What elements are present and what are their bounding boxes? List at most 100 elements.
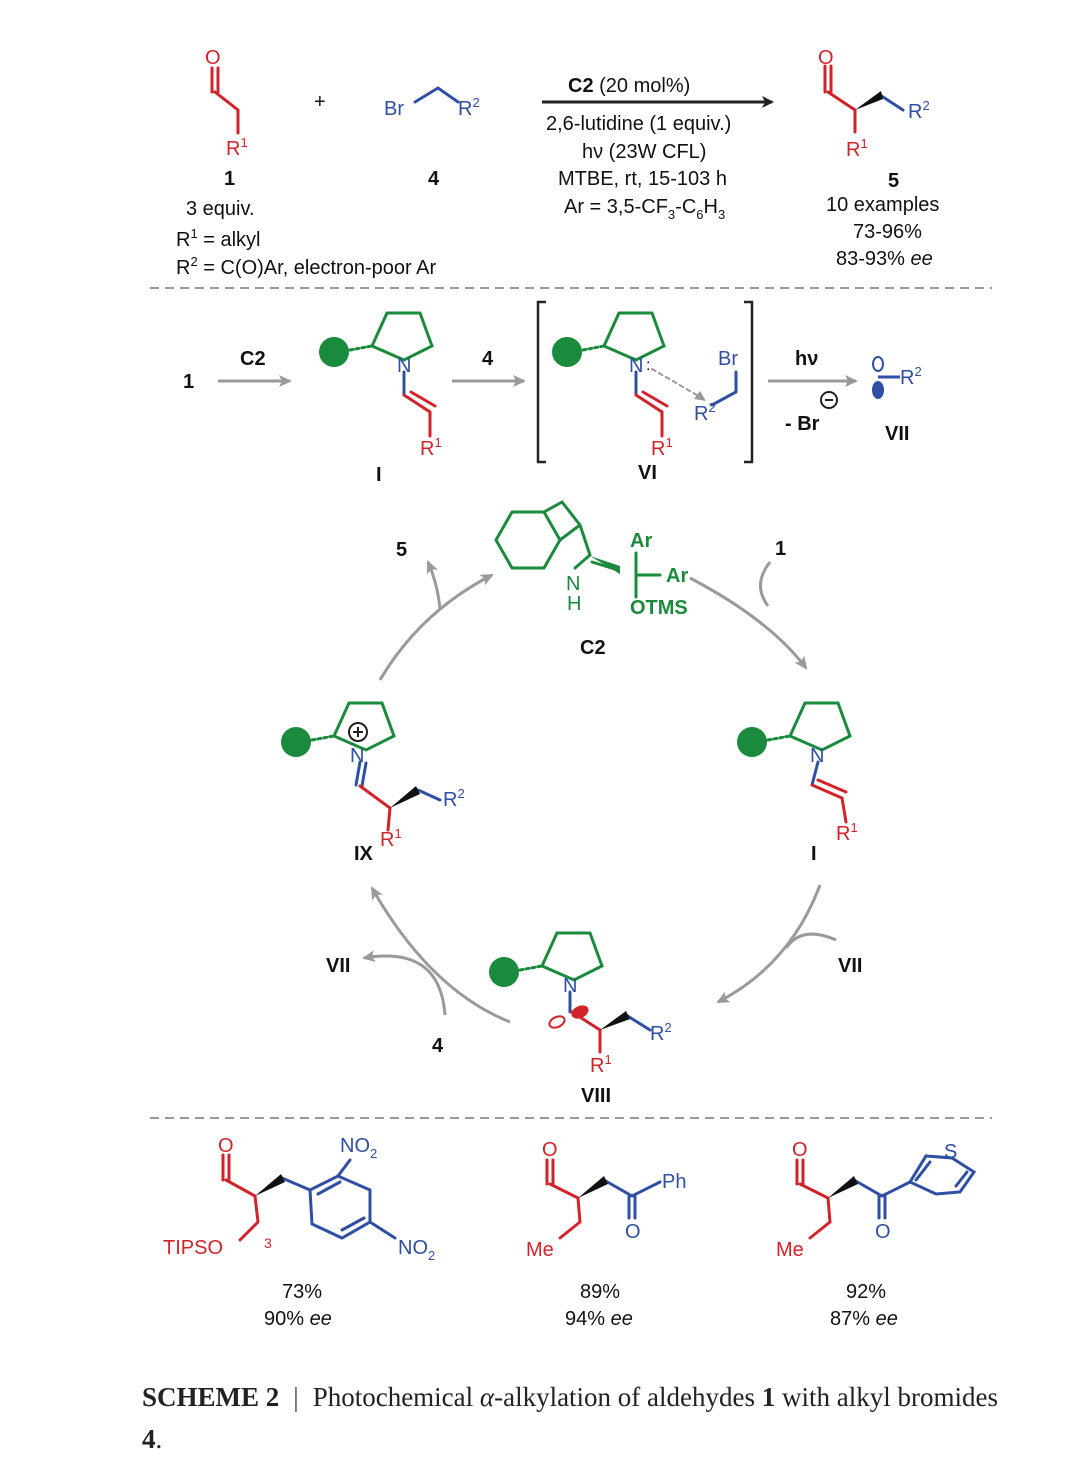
example-2-ph: Ph — [662, 1171, 686, 1193]
mech-arrow3-minus-br: - Br — [785, 413, 820, 435]
product-5 — [823, 64, 905, 134]
product-wedge-bond — [855, 91, 883, 110]
example-2-ee: 94% ee — [565, 1308, 633, 1330]
reactant1-r1: R1 — [226, 135, 248, 160]
reactant2-br: Br — [384, 98, 404, 120]
enamine-I — [348, 311, 437, 438]
example-3-o-aldehyde: O — [792, 1139, 808, 1161]
cycle-input-1-label: 1 — [775, 538, 786, 560]
product-yield: 73-96% — [853, 221, 922, 243]
bromide-charge — [820, 391, 838, 409]
complex-lone-pair: : — [646, 357, 650, 374]
example-2-me: Me — [526, 1239, 554, 1261]
c2-ar-right: Ar — [666, 565, 688, 587]
mech-arrow3-label: hν — [795, 348, 818, 370]
reactant1-number: 1 — [224, 168, 235, 190]
product-r1: R1 — [846, 136, 868, 161]
catalyst-scaffold-dot — [489, 957, 519, 987]
example-1-chain-count: 3 — [264, 1235, 272, 1251]
example-2-o-aldehyde: O — [542, 1139, 558, 1161]
example-2-wedge — [578, 1176, 608, 1198]
radical-r2: R2 — [900, 364, 922, 389]
cycle-output-VII-label: VII — [326, 955, 350, 977]
reaction-scheme: O R1 1 3 equiv. R1 = alkyl R2 = C(O)Ar, … — [150, 47, 992, 1330]
cycle-iminium-r2: R2 — [443, 786, 465, 811]
product-r2: R2 — [908, 98, 930, 123]
complex-r2: R2 — [694, 400, 716, 425]
cycle-arc-top-right — [689, 576, 808, 670]
example-3-yield: 92% — [846, 1281, 886, 1303]
conditions-solvent: MTBE, rt, 15-103 h — [558, 168, 727, 190]
example-3-wedge — [828, 1176, 858, 1198]
cycle-radical-r2: R2 — [650, 1020, 672, 1045]
example-2-yield: 89% — [580, 1281, 620, 1303]
example-3-o-ketone: O — [875, 1221, 891, 1243]
cycle-iminium-r1: R1 — [380, 826, 402, 851]
r2-definition: R2 = C(O)Ar, electron-poor Ar — [176, 254, 436, 279]
radical-adduct-wedge — [600, 1011, 630, 1030]
conditions-catalyst: C2 (20 mol%) — [568, 75, 690, 97]
caption-text-end: . — [155, 1424, 163, 1454]
reactant1-o: O — [205, 47, 221, 69]
catalyst-scaffold-dot — [552, 337, 582, 367]
example-1-no2-top: NO2 — [340, 1135, 377, 1161]
cycle-radical-VIII — [518, 931, 652, 1054]
enamine-n: N — [397, 355, 411, 377]
caption-compound-4: 4 — [142, 1424, 156, 1454]
cycle-output-5 — [426, 560, 442, 611]
cycle-radical-n: N — [563, 975, 577, 997]
conditions-base: 2,6-lutidine (1 equiv.) — [546, 113, 731, 135]
r1-definition: R1 = alkyl — [176, 226, 261, 251]
cycle-enamine-I — [766, 701, 852, 824]
product-o: O — [818, 47, 834, 69]
complex-arrowhead — [694, 391, 706, 401]
cycle-enamine-n: N — [810, 745, 824, 767]
catalyst-scaffold-dot — [281, 727, 311, 757]
radical-orbital-filled — [571, 1005, 589, 1019]
example-3-ee: 87% ee — [830, 1308, 898, 1330]
cycle-iminium-n: N — [350, 745, 364, 767]
scheme-caption: SCHEME 2|Photochemical α-alkylation of a… — [142, 1376, 1022, 1460]
enamine-label: I — [376, 464, 382, 486]
cycle-arc-bottom-left — [370, 886, 511, 1024]
conditions-light: hν (23W CFL) — [582, 141, 706, 163]
c2-ar-top: Ar — [630, 530, 652, 552]
cycle-input-VII — [784, 932, 837, 949]
c2-otms: OTMS — [630, 597, 688, 619]
example-1-yield: 73% — [282, 1281, 322, 1303]
product-ee: 83-93% ee — [836, 248, 933, 270]
complex-n: N — [629, 355, 643, 377]
catalyst-label: C2 — [580, 637, 606, 659]
complex-r1: R1 — [651, 435, 673, 460]
cycle-input-1 — [759, 561, 772, 607]
iminium-wedge — [390, 786, 420, 808]
bracket-right — [744, 300, 754, 464]
cycle-iminium-IX — [310, 701, 442, 832]
c2-wedge — [590, 556, 620, 574]
example-2-o-ketone: O — [625, 1221, 641, 1243]
example-3-me: Me — [776, 1239, 804, 1261]
reactant1-equiv: 3 equiv. — [186, 198, 255, 220]
mech-start-1: 1 — [183, 371, 194, 393]
cycle-output-5-label: 5 — [396, 539, 407, 561]
example-2-structure — [545, 1158, 662, 1240]
reactant-aldehyde-1 — [210, 66, 240, 135]
cycle-radical-label: VIII — [581, 1085, 611, 1107]
example-3-s: S — [944, 1141, 957, 1163]
example-1-no2-bottom: NO2 — [398, 1237, 435, 1263]
cycle-input-VII-label: VII — [838, 955, 862, 977]
enamine-r1: R1 — [420, 435, 442, 460]
complex-VI — [581, 311, 738, 438]
catalyst-C2 — [494, 500, 662, 599]
cycle-output-VII — [362, 950, 447, 1016]
caption-text-mid: -alkylation of aldehydes — [494, 1382, 762, 1412]
example-1-o: O — [218, 1135, 234, 1157]
reactant-bromide-4 — [413, 86, 460, 104]
caption-scheme-label: SCHEME 2 — [142, 1382, 280, 1412]
mech-arrow1-label: C2 — [240, 348, 266, 370]
iminium-charge — [348, 722, 368, 742]
cycle-enamine-label: I — [811, 843, 817, 865]
caption-text-mid2: with alkyl bromides — [775, 1382, 998, 1412]
cycle-arc-right — [716, 884, 822, 1004]
catalyst-scaffold-dot — [319, 337, 349, 367]
